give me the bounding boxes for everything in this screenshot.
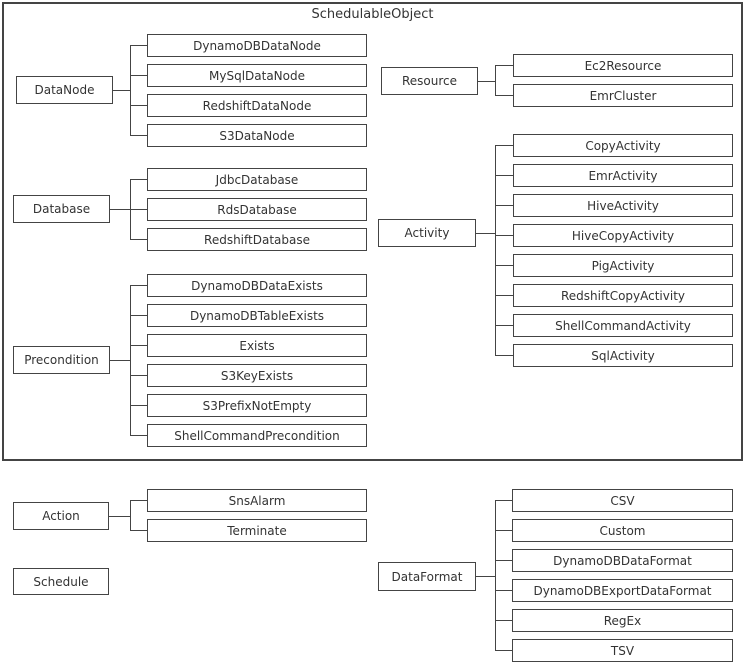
connector-activity-child-2 [495, 175, 513, 176]
node-hiveactivity: HiveActivity [513, 194, 733, 217]
node-custom: Custom [512, 519, 733, 542]
connector-dataformat-child-4 [495, 590, 512, 591]
node-dynamodbdatanode: DynamoDBDataNode [147, 34, 367, 57]
connector-activity-child-6 [495, 295, 513, 296]
node-ec2resource: Ec2Resource [513, 54, 733, 77]
connector-precondition-trunk [130, 285, 131, 436]
connector-activity-child-3 [495, 205, 513, 206]
connector-precondition-child-1 [130, 285, 147, 286]
node-hivecopyactivity: HiveCopyActivity [513, 224, 733, 247]
connector-activity-parent [476, 233, 495, 234]
diagram-title: SchedulableObject [311, 7, 434, 22]
node-terminate: Terminate [147, 519, 367, 542]
node-schedule: Schedule [13, 568, 109, 595]
connector-action-parent [109, 516, 130, 517]
node-database: Database [13, 195, 110, 223]
node-s3datanode: S3DataNode [147, 124, 367, 147]
connector-resource-child-1 [495, 65, 513, 66]
connector-datanode-child-1 [130, 45, 147, 46]
node-activity: Activity [378, 219, 476, 247]
node-precondition: Precondition [13, 346, 110, 374]
node-mysqldatanode: MySqlDataNode [147, 64, 367, 87]
connector-precondition-parent [110, 360, 130, 361]
connector-database-child-2 [130, 209, 147, 210]
connector-precondition-child-2 [130, 315, 147, 316]
connector-dataformat-trunk [495, 500, 496, 651]
connector-datanode-child-3 [130, 105, 147, 106]
connector-precondition-child-3 [130, 345, 147, 346]
connector-action-child-1 [130, 500, 147, 501]
node-dynamodbtableexists: DynamoDBTableExists [147, 304, 367, 327]
connector-activity-child-8 [495, 355, 513, 356]
connector-dataformat-parent [476, 576, 495, 577]
connector-activity-child-1 [495, 145, 513, 146]
node-redshiftcopyactivity: RedshiftCopyActivity [513, 284, 733, 307]
node-csv: CSV [512, 489, 733, 512]
node-jdbcdatabase: JdbcDatabase [147, 168, 367, 191]
connector-activity-child-7 [495, 325, 513, 326]
connector-dataformat-child-5 [495, 620, 512, 621]
node-regex: RegEx [512, 609, 733, 632]
connector-resource-parent [478, 81, 495, 82]
connector-dataformat-child-3 [495, 560, 512, 561]
node-dynamodbdataexists: DynamoDBDataExists [147, 274, 367, 297]
connector-database-child-1 [130, 179, 147, 180]
node-s3prefixnotempty: S3PrefixNotEmpty [147, 394, 367, 417]
connector-action-trunk [130, 500, 131, 531]
connector-datanode-child-4 [130, 135, 147, 136]
schedulable-object-frame [2, 2, 743, 461]
node-rdsdatabase: RdsDatabase [147, 198, 367, 221]
node-redshiftdatabase: RedshiftDatabase [147, 228, 367, 251]
connector-resource-trunk [495, 65, 496, 96]
connector-dataformat-child-6 [495, 650, 512, 651]
node-datanode: DataNode [16, 76, 113, 104]
node-dynamodbexportdataformat: DynamoDBExportDataFormat [512, 579, 733, 602]
connector-activity-child-4 [495, 235, 513, 236]
node-dataformat: DataFormat [378, 562, 476, 591]
node-snsalarm: SnsAlarm [147, 489, 367, 512]
connector-precondition-child-4 [130, 375, 147, 376]
connector-action-child-2 [130, 530, 147, 531]
connector-precondition-child-5 [130, 405, 147, 406]
connector-dataformat-child-2 [495, 530, 512, 531]
node-shellcommandprecondition: ShellCommandPrecondition [147, 424, 367, 447]
node-sqlactivity: SqlActivity [513, 344, 733, 367]
node-dynamodbdataformat: DynamoDBDataFormat [512, 549, 733, 572]
node-redshiftdatanode: RedshiftDataNode [147, 94, 367, 117]
node-action: Action [13, 502, 109, 530]
node-emractivity: EmrActivity [513, 164, 733, 187]
connector-database-child-3 [130, 239, 147, 240]
connector-precondition-child-6 [130, 435, 147, 436]
connector-activity-child-5 [495, 265, 513, 266]
node-s3keyexists: S3KeyExists [147, 364, 367, 387]
connector-dataformat-child-1 [495, 500, 512, 501]
connector-resource-child-2 [495, 95, 513, 96]
connector-activity-trunk [495, 145, 496, 356]
node-exists: Exists [147, 334, 367, 357]
connector-database-parent [110, 209, 130, 210]
node-shellcommandactivity: ShellCommandActivity [513, 314, 733, 337]
node-emrcluster: EmrCluster [513, 84, 733, 107]
connector-datanode-child-2 [130, 75, 147, 76]
node-copyactivity: CopyActivity [513, 134, 733, 157]
node-resource: Resource [381, 67, 478, 95]
connector-datanode-trunk [130, 45, 131, 136]
node-pigactivity: PigActivity [513, 254, 733, 277]
node-tsv: TSV [512, 639, 733, 662]
connector-datanode-parent [113, 90, 130, 91]
